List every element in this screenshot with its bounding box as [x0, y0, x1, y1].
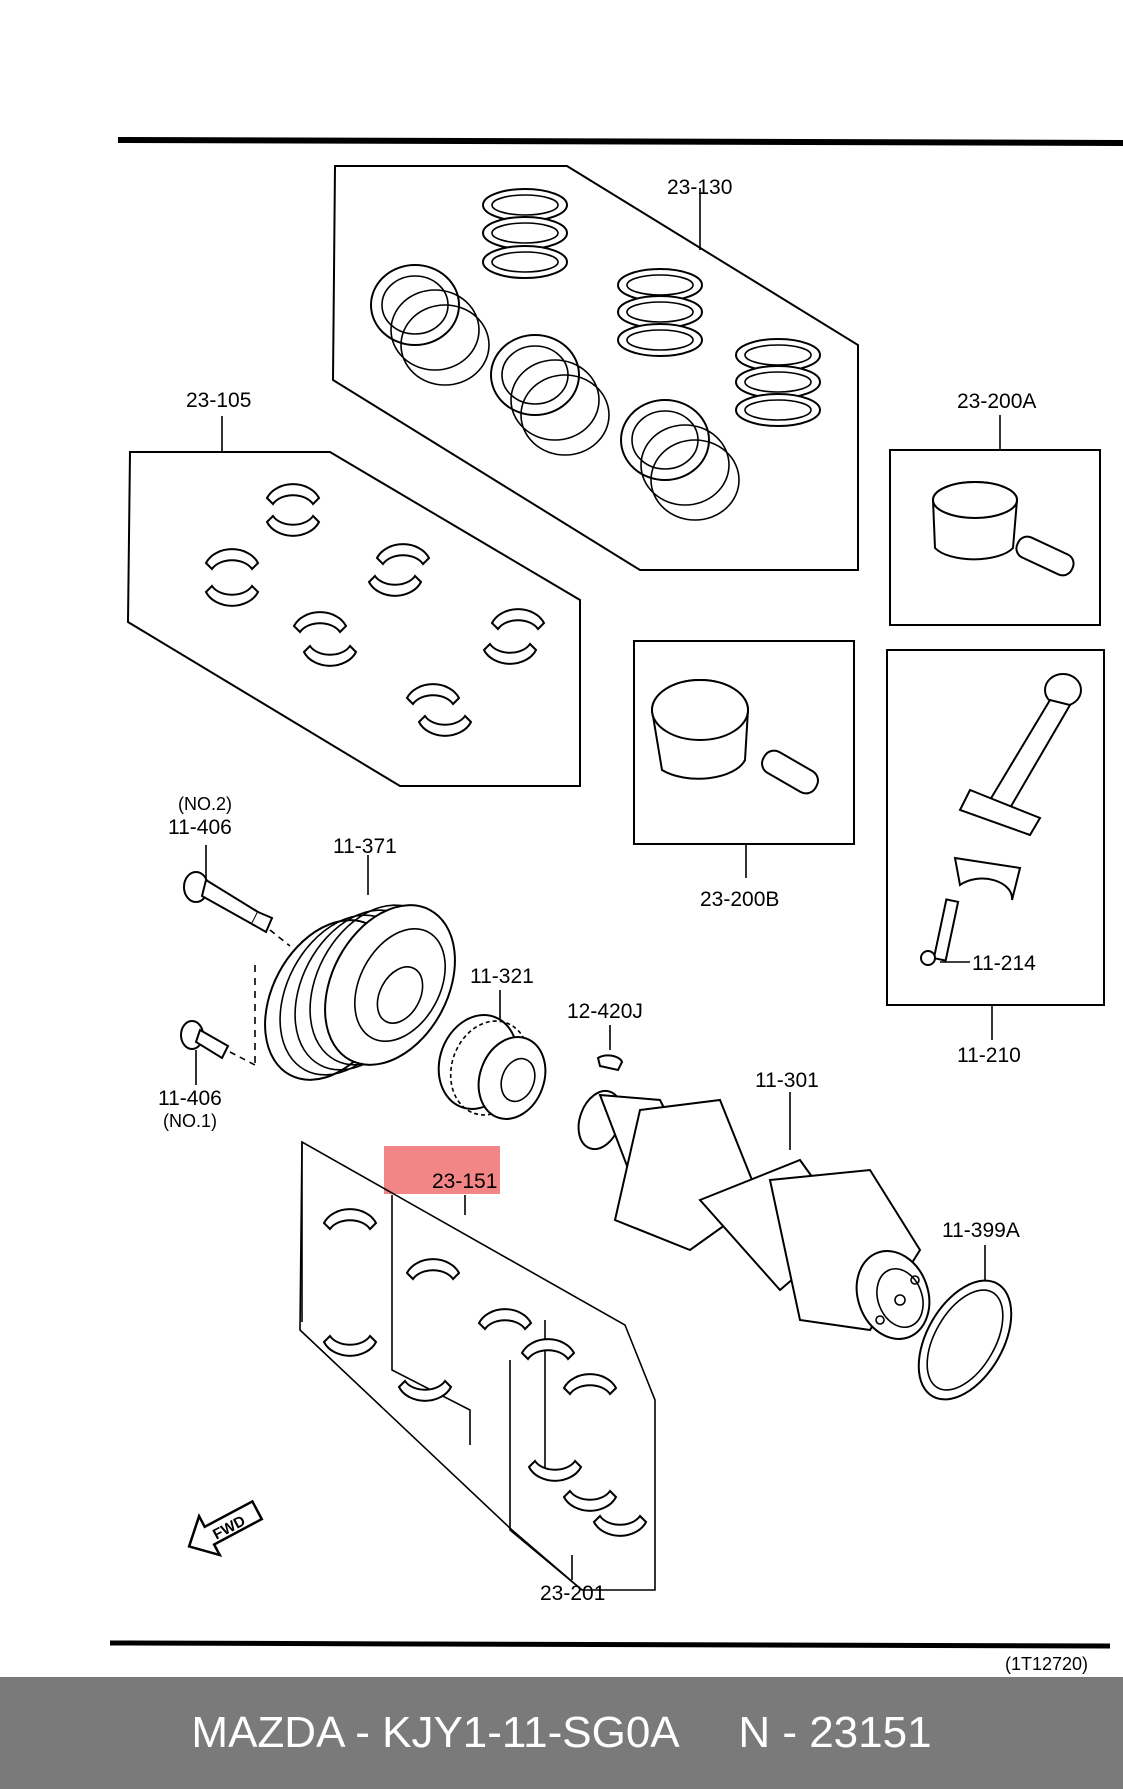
piston-a — [889, 415, 1101, 626]
woodruff-key — [596, 1025, 624, 1072]
label-piston-a: 23-200A — [957, 390, 1036, 413]
piston-ring-set — [331, 165, 859, 571]
bolt-no1 — [180, 1020, 256, 1085]
connecting-rod — [886, 649, 1105, 1040]
label-bolt-no1: 11-406 — [158, 1087, 222, 1110]
label-thrust-bearing: 23-151 — [432, 1170, 497, 1193]
figure-code: (1T12720) — [1005, 1654, 1088, 1674]
bottom-rule — [109, 1640, 1111, 1649]
bolt-no2 — [183, 845, 291, 947]
main-bearing-set — [126, 416, 581, 787]
crankshaft — [577, 1089, 931, 1340]
label-conrod-bearing-set: 23-201 — [540, 1582, 605, 1605]
conrod-bearing-set — [299, 1140, 656, 1591]
footer-bar — [0, 1677, 1123, 1789]
label-sprocket: 11-321 — [470, 965, 534, 988]
highlight-box — [384, 1146, 500, 1194]
label-conrod-bolt: 11-214 — [972, 952, 1036, 975]
label-piston-b: 23-200B — [700, 888, 779, 911]
top-rule — [117, 137, 1123, 146]
label-bolt-no2: 11-406 — [168, 816, 232, 839]
label-key: 12-420J — [567, 1000, 643, 1023]
label-crankshaft: 11-301 — [755, 1069, 819, 1092]
footer-part-number: MAZDA - KJY1-11-SG0A N - 23151 — [191, 1708, 932, 1757]
timing-sprocket — [437, 990, 547, 1120]
label-bolt-no2-tag: (NO.2) — [178, 794, 232, 814]
oil-seal — [917, 1245, 1013, 1401]
label-pulley: 11-371 — [333, 835, 397, 858]
label-bolt-no1-tag: (NO.1) — [163, 1111, 217, 1131]
label-oil-seal: 11-399A — [942, 1219, 1020, 1242]
piston-b — [633, 640, 855, 878]
fwd-arrow-icon: FWD — [187, 1499, 264, 1558]
label-ring-set: 23-130 — [667, 176, 732, 199]
crank-pulley — [254, 855, 456, 1081]
label-main-bearing-set: 23-105 — [186, 389, 251, 412]
label-conrod: 11-210 — [957, 1044, 1021, 1067]
